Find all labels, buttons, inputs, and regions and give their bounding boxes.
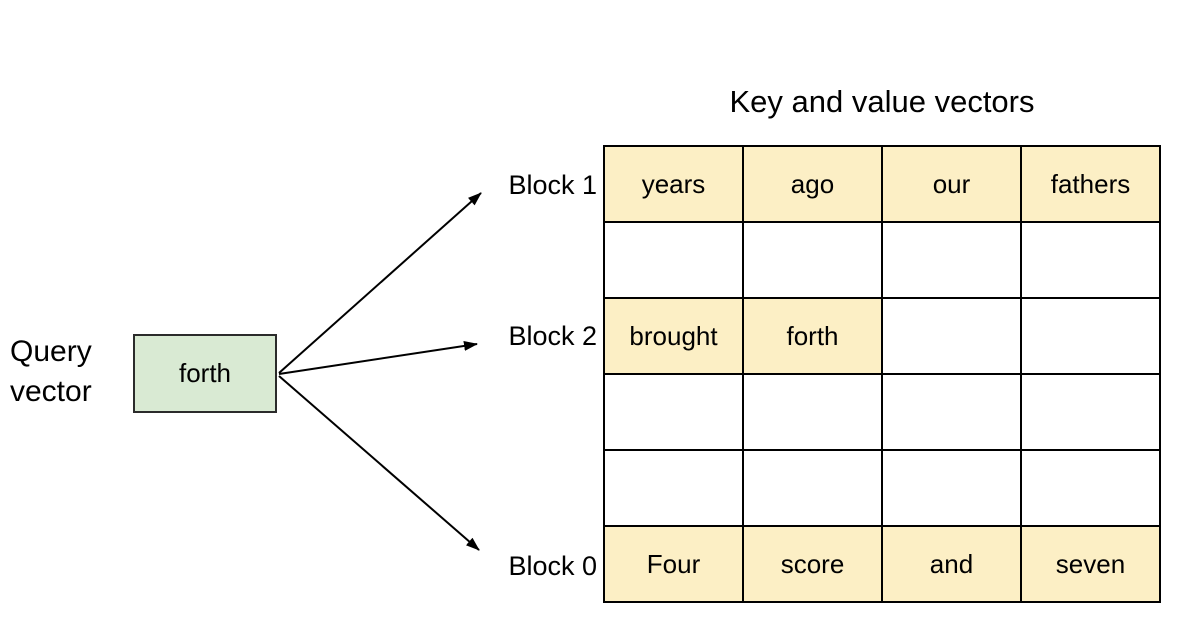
kv-cell (604, 222, 743, 298)
kv-cell: score (743, 526, 882, 602)
kv-cell: ago (743, 146, 882, 222)
kv-cell (882, 450, 1021, 526)
kv-cell: seven (1021, 526, 1160, 602)
query-vector-label: Query vector (10, 335, 92, 408)
kv-cell (882, 222, 1021, 298)
block-1-label: Block 1 (508, 170, 597, 200)
kv-cell (743, 374, 882, 450)
table-title: Key and value vectors (729, 84, 1035, 119)
kv-cell: fathers (1021, 146, 1160, 222)
kv-cell: brought (604, 298, 743, 374)
kv-cell (1021, 298, 1160, 374)
kv-cell (1021, 450, 1160, 526)
query-token: forth (178, 358, 232, 388)
kv-cell (743, 222, 882, 298)
kv-cell: years (604, 146, 743, 222)
arrow-to-block-1 (278, 192, 482, 374)
block-0-label: Block 0 (508, 551, 597, 581)
kv-cell (1021, 374, 1160, 450)
kv-cell (604, 374, 743, 450)
kv-cell (882, 374, 1021, 450)
arrow-to-block-2 (278, 341, 478, 375)
kv-cell: Four (604, 526, 743, 602)
kv-cell: and (882, 526, 1021, 602)
kv-cell: our (882, 146, 1021, 222)
block-2-label: Block 2 (508, 321, 597, 351)
kv-cache-table: years ago our fathers brought forth Four… (603, 145, 1161, 603)
query-vector-box: forth (133, 334, 277, 413)
kv-cell (604, 450, 743, 526)
kv-cell (1021, 222, 1160, 298)
arrow-to-block-0 (278, 375, 480, 551)
kv-cell: forth (743, 298, 882, 374)
kv-cell (743, 450, 882, 526)
kv-cell (882, 298, 1021, 374)
